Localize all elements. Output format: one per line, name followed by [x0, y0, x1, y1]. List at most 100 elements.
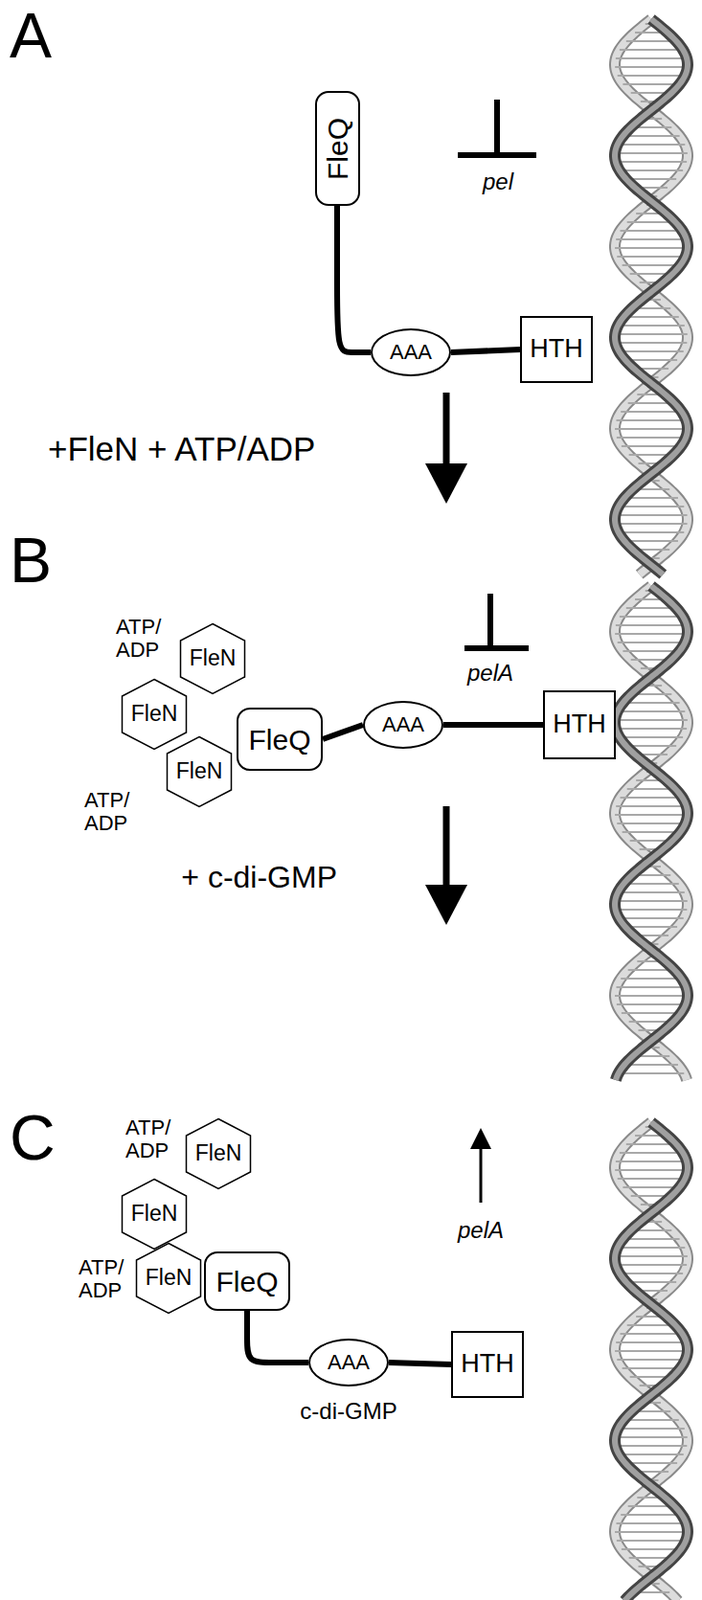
base-pair — [617, 74, 686, 77]
node-text: FleN — [176, 759, 224, 784]
base-pair — [622, 135, 680, 137]
base-pair — [619, 1152, 683, 1155]
base-pair — [619, 48, 683, 51]
nucleotide-label: ATP/ADP — [115, 615, 161, 662]
repression-bar — [457, 152, 537, 159]
base-pair — [615, 341, 688, 344]
aaa-domain: AAA — [308, 1338, 389, 1387]
label-holder: pel — [482, 169, 514, 195]
label-holder: ATP/ADP — [78, 1256, 124, 1303]
base-pair — [621, 1012, 681, 1015]
label-holder: ATP/ADP — [125, 1116, 171, 1163]
arrow-shaft — [443, 806, 451, 885]
base-pair — [614, 522, 687, 525]
nucleotide-label: ATP/ADP — [84, 789, 130, 836]
base-pair — [616, 436, 686, 439]
label-holder: pelA — [457, 1218, 504, 1244]
flen-protein: FleN — [184, 1117, 252, 1191]
node-text: AAA — [382, 713, 425, 737]
base-pair — [621, 445, 681, 448]
node-text: FleQ — [321, 116, 354, 180]
step-arrow — [470, 1128, 492, 1203]
label-holder: + c-di-GMP — [181, 860, 338, 895]
panel-letter: C — [9, 1106, 56, 1170]
base-pair — [619, 1272, 683, 1275]
base-pair — [614, 900, 687, 903]
base-pair — [615, 624, 687, 627]
node-text: HTH — [552, 710, 607, 740]
base-pair — [615, 1522, 686, 1525]
base-pair — [618, 1453, 683, 1456]
base-pair — [616, 1358, 685, 1361]
flen-protein: FleN — [165, 735, 233, 809]
hth-domain: HTH — [520, 316, 593, 384]
base-pair — [614, 514, 687, 517]
repression-symbol — [464, 593, 529, 649]
ligand-label: c-di-GMP — [299, 1399, 397, 1425]
base-pair — [615, 419, 686, 422]
panel-letter: A — [9, 3, 52, 68]
node-text: FleN — [131, 1201, 179, 1226]
flen-protein: FleN — [120, 1177, 188, 1251]
base-pair — [615, 57, 687, 60]
base-pair — [616, 822, 685, 825]
base-pair — [614, 1255, 688, 1258]
base-pair — [617, 324, 685, 327]
repression-bar — [464, 645, 529, 652]
base-pair — [615, 160, 687, 163]
base-pair — [617, 710, 686, 713]
base-pair — [614, 995, 688, 997]
linker — [247, 1311, 309, 1363]
flen-protein: FleN — [179, 622, 247, 696]
hexagon-shape — [186, 1119, 251, 1190]
hexagon-shape — [122, 679, 187, 750]
base-pair — [618, 531, 685, 534]
base-pair — [622, 264, 681, 267]
base-pair — [614, 1350, 688, 1353]
hexagon-shape — [136, 1244, 202, 1314]
gene-label: pel — [482, 169, 514, 195]
base-pair — [615, 908, 688, 911]
aaa-domain: AAA — [370, 328, 452, 377]
base-pair — [620, 410, 682, 413]
dna-strand — [614, 1122, 688, 1600]
base-pair — [614, 719, 688, 722]
dna-strand — [614, 19, 688, 575]
base-pair — [614, 66, 688, 68]
base-pair — [617, 1427, 685, 1430]
node-text: HTH — [529, 335, 584, 364]
flen-protein: FleN — [120, 678, 188, 751]
repression-stem — [494, 99, 500, 156]
dna-strand — [614, 586, 688, 1081]
label-holder: pelA — [467, 660, 514, 686]
base-pair — [615, 805, 687, 808]
base-pair — [614, 1436, 687, 1439]
step-arrow — [425, 806, 468, 926]
base-pair — [615, 238, 687, 241]
panel-letter: B — [9, 528, 52, 592]
base-pair — [622, 1186, 680, 1189]
node-text: FleQ — [215, 1266, 278, 1298]
base-pair — [614, 428, 688, 431]
base-pair — [617, 641, 686, 644]
base-pair — [615, 727, 687, 730]
base-pair — [615, 1160, 687, 1163]
arrow-head — [425, 463, 468, 504]
node-text: HTH — [460, 1350, 515, 1380]
base-pair — [618, 350, 683, 353]
base-pair — [614, 247, 688, 250]
base-pair — [617, 891, 685, 894]
label-holder: c-di-GMP — [299, 1399, 397, 1425]
gene-label: pelA — [457, 1218, 504, 1244]
base-pair — [622, 650, 680, 653]
base-pair — [622, 1367, 681, 1370]
base-pair — [620, 796, 683, 799]
arrow-shaft — [479, 1149, 483, 1203]
linker — [322, 724, 363, 740]
node-text: AAA — [327, 1351, 370, 1375]
step-arrow — [425, 392, 468, 504]
node-text: FleN — [145, 1266, 193, 1291]
dna-strand — [614, 1122, 688, 1600]
hth-domain: HTH — [543, 690, 616, 760]
